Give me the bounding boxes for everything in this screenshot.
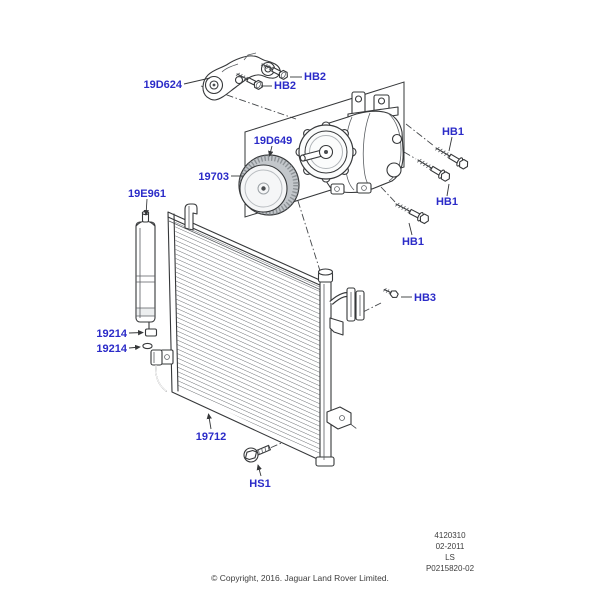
compressor-part: [295, 91, 404, 195]
compressor-front-face: [295, 121, 357, 183]
drawing-date: 02-2011: [436, 542, 465, 551]
leader-lines: [128, 76, 453, 477]
drawing-number: 4120310: [434, 531, 466, 540]
callout-19214-upper[interactable]: 19214: [96, 328, 127, 340]
clutch-pulley-part: [238, 154, 300, 216]
leader-hb1-lower: [408, 222, 413, 236]
screw-hs1-part: [243, 444, 271, 463]
sheet-number: P0215820-02: [426, 564, 475, 573]
callout-hb1-upper[interactable]: HB1: [442, 126, 464, 138]
callout-hb3[interactable]: HB3: [414, 292, 436, 304]
condenser-mid-tab: [329, 317, 344, 336]
copyright-notice: © Copyright, 2016. Jaguar Land Rover Lim…: [211, 573, 389, 583]
callout-19214-lower[interactable]: 19214: [96, 343, 127, 355]
callout-19d649[interactable]: 19D649: [254, 135, 293, 147]
o-ring-seal: [142, 342, 153, 350]
bolt-hb1-lower-part: [395, 202, 429, 225]
callout-hs1[interactable]: HS1: [249, 478, 270, 490]
leader-19d649: [268, 145, 274, 157]
callout-hb2-lower[interactable]: HB2: [274, 80, 296, 92]
bolt-hb2-lower-part: [235, 72, 263, 90]
callout-19e961[interactable]: 19E961: [128, 188, 166, 200]
bolt-hb1-upper-part: [434, 146, 469, 170]
condenser-part: [160, 203, 365, 467]
callout-labels: 19D624 HB2 HB2 19D649 19703 HB1 HB1 HB1 …: [96, 71, 464, 490]
receiver-drier-part: [135, 210, 167, 392]
leader-19d624: [183, 77, 211, 85]
leader-19214-lower: [128, 344, 141, 351]
callout-19703[interactable]: 19703: [198, 171, 229, 183]
title-block: 4120310 02-2011 LS P0215820-02: [426, 531, 475, 573]
leader-19214-upper: [128, 329, 144, 336]
callout-hb1-middle[interactable]: HB1: [436, 196, 458, 208]
drier-outlet-nut: [144, 328, 158, 337]
condenser-outlet-bracket: [329, 287, 365, 322]
condenser-right-pipe: [315, 268, 335, 467]
leader-19e961: [143, 198, 150, 216]
leader-hs1: [256, 464, 262, 477]
callout-hb1-lower[interactable]: HB1: [402, 236, 424, 248]
callout-19d624[interactable]: 19D624: [143, 79, 182, 91]
condenser-left-clip: [160, 349, 174, 365]
bolt-hb2-upper-part: [260, 62, 288, 80]
condenser-top-tab: [184, 203, 198, 231]
leader-19712: [206, 413, 212, 430]
condenser-lower-bracket: [326, 406, 352, 430]
pipe-connector: [150, 349, 163, 366]
bolt-hb3-part: [383, 288, 399, 298]
leader-hb1-middle: [446, 183, 450, 197]
bolt-hb1-middle-part: [416, 158, 451, 182]
model-code: LS: [445, 553, 455, 562]
callout-19712[interactable]: 19712: [196, 431, 227, 443]
leader-hb1-upper: [448, 136, 453, 152]
callout-hb2-upper[interactable]: HB2: [304, 71, 326, 83]
